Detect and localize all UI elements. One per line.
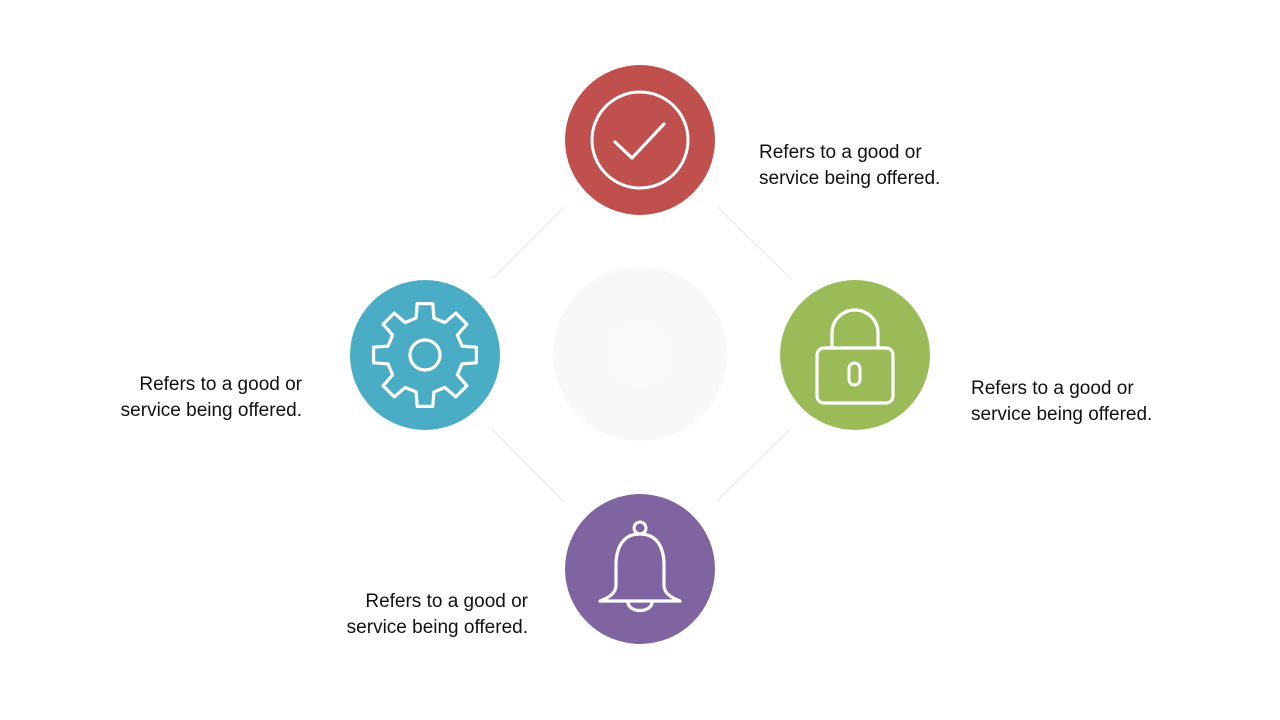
caption-top: Refers to a good or service being offere… xyxy=(759,142,941,189)
node-top xyxy=(565,65,715,215)
connector-right-bottom xyxy=(716,428,791,502)
padlock-icon xyxy=(815,308,895,405)
connector-left-top xyxy=(491,206,565,280)
check-circle-icon xyxy=(590,90,690,190)
connector-top-right xyxy=(717,206,791,279)
node-right xyxy=(780,280,930,430)
node-left xyxy=(350,280,500,430)
node-bottom xyxy=(565,494,715,644)
connector-bottom-left xyxy=(491,428,565,503)
caption-right: Refers to a good or service being offere… xyxy=(971,378,1153,425)
center-circle xyxy=(553,267,727,441)
caption-left: Refers to a good or service being offere… xyxy=(120,374,302,421)
bell-icon xyxy=(598,520,682,613)
gear-icon xyxy=(372,302,478,408)
caption-bottom: Refers to a good or service being offere… xyxy=(346,591,528,638)
